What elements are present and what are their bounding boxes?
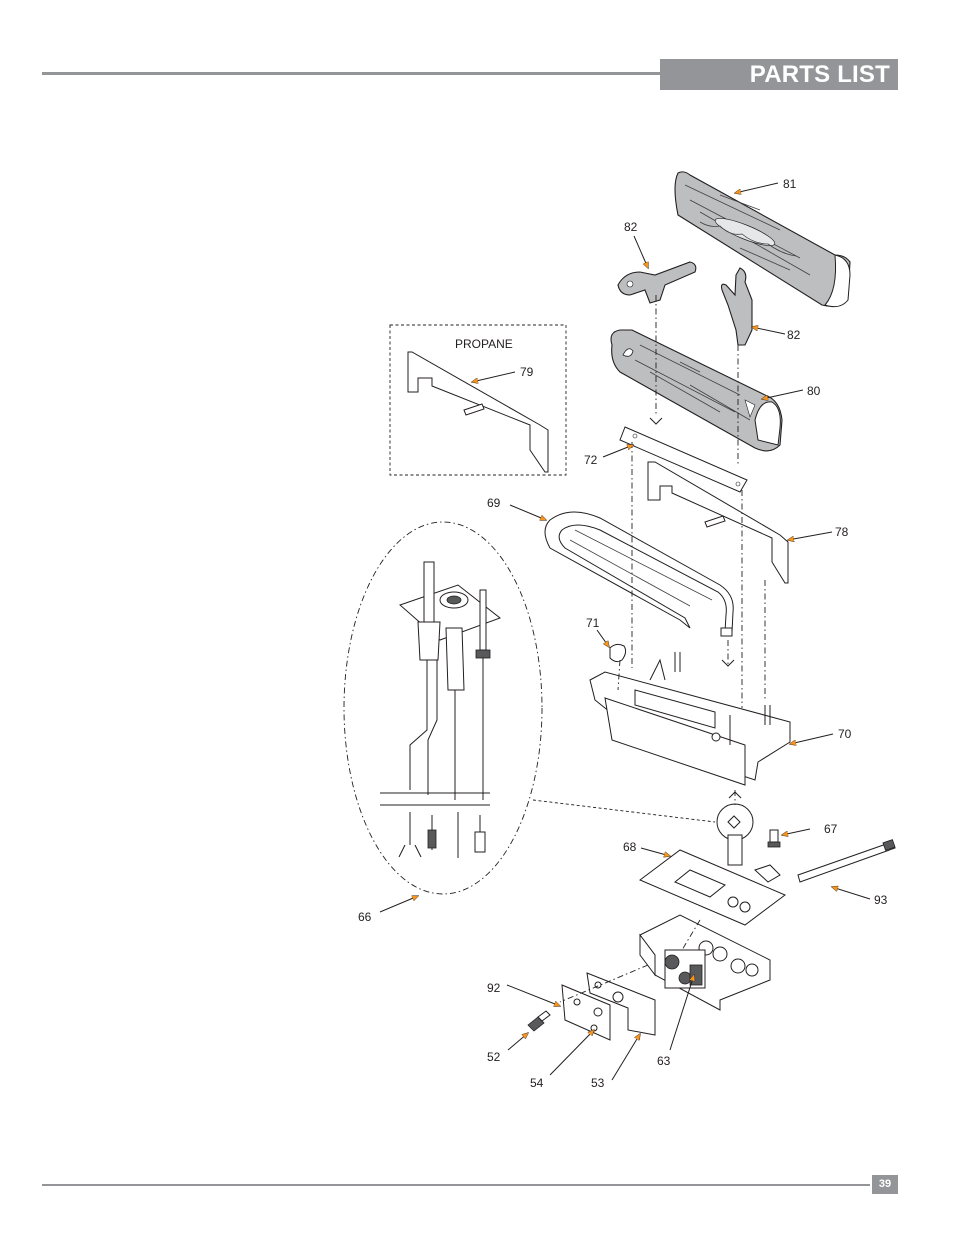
callout-67: 67	[824, 822, 838, 836]
callout-93: 93	[874, 893, 888, 907]
callout-82-right: 82	[787, 328, 801, 342]
header-rule	[42, 72, 660, 75]
callout-71: 71	[586, 616, 600, 630]
callout-70: 70	[838, 727, 852, 741]
callout-82-left: 82	[624, 220, 638, 234]
pilot-bracket	[716, 803, 754, 866]
propane-inset-box	[389, 324, 567, 476]
callout-69: 69	[487, 496, 501, 510]
callout-63: 63	[657, 1054, 671, 1068]
pilot-leader-dashed	[532, 799, 716, 823]
valve-bracket-63	[639, 914, 771, 1011]
callout-leaders	[379, 182, 871, 1081]
page-title: PARTS LIST	[660, 59, 898, 90]
baffle-79	[407, 351, 549, 473]
log-branch-82-left	[617, 261, 697, 304]
callout-80: 80	[807, 384, 821, 398]
callout-81: 81	[783, 177, 797, 191]
callout-52: 52	[487, 1050, 501, 1064]
baffle-78	[647, 461, 789, 584]
propane-label: PROPANE	[455, 337, 513, 351]
page-number: 39	[872, 1175, 898, 1194]
pilot-assembly-inset	[343, 521, 543, 895]
callout-54: 54	[530, 1076, 544, 1090]
plate-54	[561, 984, 611, 1041]
log-80	[610, 329, 783, 452]
callout-66: 66	[358, 910, 372, 924]
burner-69	[544, 511, 734, 637]
burner-tray-70	[589, 643, 791, 786]
footer-rule	[42, 1184, 870, 1186]
plate-72	[619, 426, 748, 493]
rod-93	[797, 839, 896, 883]
callout-92: 92	[487, 981, 501, 995]
callout-78: 78	[835, 525, 849, 539]
callout-79: 79	[520, 365, 534, 379]
fitting-71	[609, 643, 627, 663]
callout-53: 53	[591, 1076, 605, 1090]
callout-72: 72	[584, 453, 598, 467]
fitting-67	[767, 829, 781, 848]
log-81	[674, 171, 851, 308]
callout-68: 68	[623, 840, 637, 854]
knob-52	[527, 1010, 551, 1032]
bracket-53	[586, 972, 656, 1036]
log-branch-82-right	[720, 267, 753, 346]
pilot-assembly-66	[380, 561, 502, 858]
